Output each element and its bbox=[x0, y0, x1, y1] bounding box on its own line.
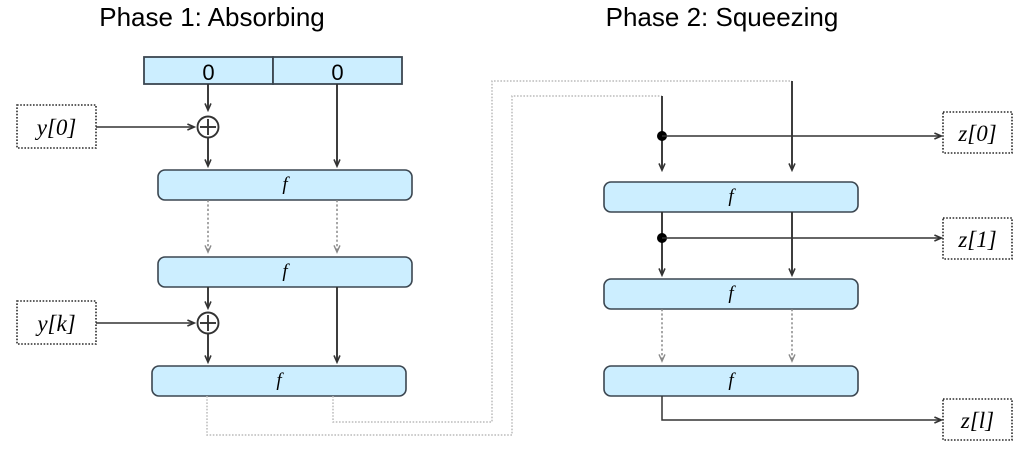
output-box-zl[interactable] bbox=[942, 398, 1013, 441]
output-box-z0[interactable] bbox=[942, 111, 1013, 154]
p1-f-block-1-label: f bbox=[282, 174, 290, 195]
output-label-z1: z[1] bbox=[957, 227, 996, 252]
state-cell-rate-label: 0 bbox=[202, 60, 214, 85]
xor-node-1 bbox=[196, 115, 220, 139]
p2-f-block-3-label: f bbox=[728, 370, 736, 391]
p2-f-block-1-label: f bbox=[728, 186, 736, 207]
output-line-zl bbox=[661, 396, 941, 420]
p2-f-block-2-label: f bbox=[728, 283, 736, 304]
p1-f-block-3 bbox=[151, 365, 407, 397]
feedback-path-capacity bbox=[332, 80, 792, 423]
output-label-zl: z[l] bbox=[960, 408, 994, 433]
p2-f-block-1 bbox=[603, 181, 859, 213]
p1-f-block-2 bbox=[157, 256, 413, 288]
xor-node-2 bbox=[196, 311, 220, 335]
feedback-routing-group bbox=[206, 80, 792, 436]
state-cell-capacity-label: 0 bbox=[331, 60, 343, 85]
phase-2-group: z[0] f z[1] f f z[l] bbox=[603, 81, 1013, 441]
input-label-yk: y[k] bbox=[35, 311, 75, 336]
input-label-y0: y[0] bbox=[35, 115, 77, 140]
p1-f-block-3-label: f bbox=[276, 370, 284, 391]
p1-f-block-1 bbox=[157, 169, 413, 201]
phase-1-group: 0 0 y[0] f bbox=[16, 56, 413, 397]
p1-f-block-2-label: f bbox=[282, 261, 290, 282]
feedback-path-rate bbox=[206, 95, 662, 436]
p2-f-block-2 bbox=[603, 278, 859, 310]
output-label-z0: z[0] bbox=[957, 121, 996, 146]
phase-2-title: Phase 2: Squeezing bbox=[606, 2, 839, 32]
phase-1-title: Phase 1: Absorbing bbox=[99, 2, 325, 32]
p2-f-block-3 bbox=[603, 365, 859, 397]
output-box-z1[interactable] bbox=[942, 217, 1013, 260]
